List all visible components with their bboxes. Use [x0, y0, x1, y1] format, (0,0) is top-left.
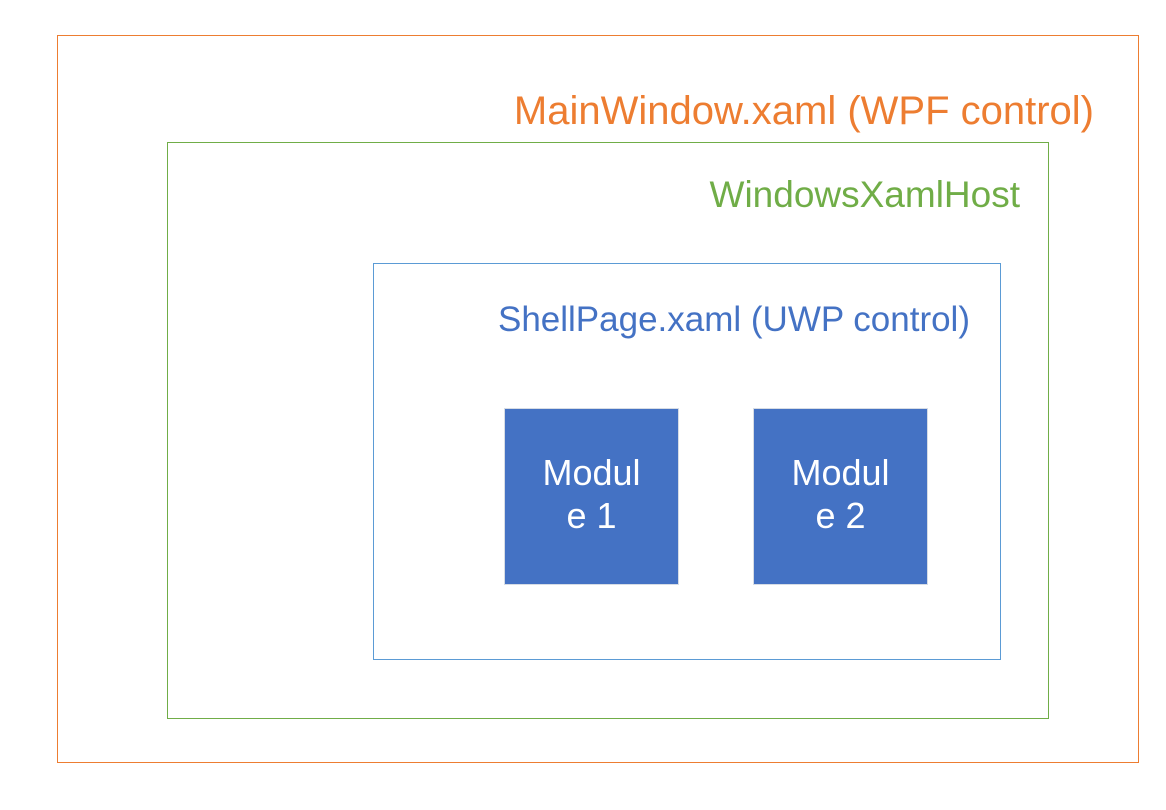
module-tile-2-label: Module 2	[791, 452, 890, 536]
module-tile-1-label: Module 1	[542, 452, 641, 536]
container-label-shellpage: ShellPage.xaml (UWP control)	[497, 300, 970, 339]
module-tile-1: Module 1	[504, 408, 679, 585]
container-windowsxamlhost: WindowsXamlHost ShellPage.xaml (UWP cont…	[167, 142, 1049, 719]
container-label-mainwindow: MainWindow.xaml (WPF control)	[513, 89, 1094, 133]
container-mainwindow-wpf: MainWindow.xaml (WPF control) WindowsXam…	[57, 35, 1139, 763]
module-tile-2: Module 2	[753, 408, 928, 585]
container-shellpage-uwp: ShellPage.xaml (UWP control) Module 1 Mo…	[373, 263, 1001, 660]
container-label-windowsxamlhost: WindowsXamlHost	[709, 174, 1020, 215]
